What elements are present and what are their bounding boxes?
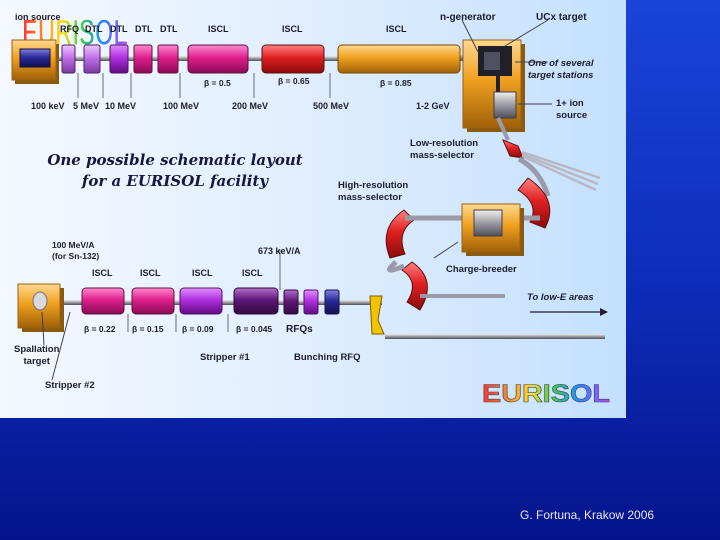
label-one-plus-ion-source: 1+ ion source [556,98,588,121]
iscl-section-1 [187,44,249,74]
label-iscl-low-3: ISCL [192,268,213,278]
label-energy-note: 100 MeV/A (for Sn-132) [52,240,100,261]
low-e-beam-pipe [385,334,605,339]
transfer-magnet [401,261,428,311]
iscl-low-2 [131,287,175,315]
bottom-ticks [127,250,281,332]
dtl-cavity-1 [83,44,101,74]
energy-500mev: 500 MeV [313,101,350,111]
top-energy-ticks [77,73,331,98]
energy-200mev: 200 MeV [232,101,269,111]
label-low-e-areas: To low-E areas [527,292,594,303]
label-rfq: RFQ [60,24,79,34]
caption-line-1: One possible schematic layout [47,151,303,169]
dtl-cavity-2 [109,44,129,74]
schematic-drawing: EURISOL [11,19,610,408]
facility-schematic: EURISOL ion source RFQ DTL DTL DTL DTL I… [0,0,626,418]
diagram-caption: One possible schematic layout for a EURI… [30,150,320,192]
rfq-low-3 [324,289,340,315]
label-ion-source: ion source [15,12,61,22]
label-stripper-2: Stripper #2 [45,380,95,391]
label-ucx-target: UCx target [536,12,587,23]
label-target-stations: One of several target stations [528,58,594,81]
inset-eurisol-logo: EURISOL [482,380,610,408]
rfq-low-2 [303,289,319,315]
label-dtl-1: DTL [85,24,103,34]
label-bunching-rfq: Bunching RFQ [294,352,361,363]
beta-low-4: β = 0.045 [236,324,273,334]
beta-low-3: β = 0.09 [182,324,214,334]
dtl-cavity-3 [133,44,153,74]
author-credit: G. Fortuna, Krakow 2006 [520,508,655,522]
iscl-low-1 [81,287,125,315]
energy-5mev: 5 MeV [73,101,100,111]
label-iscl-low-4: ISCL [242,268,263,278]
high-res-magnet-left [385,209,415,259]
high-res-magnet-right [517,177,551,229]
label-iscl-3: ISCL [386,24,407,34]
dtl-cavity-4 [157,44,179,74]
separator-beam-fan [521,150,601,192]
energy-1-2gev: 1-2 GeV [416,101,450,111]
one-plus-ion-source [493,91,517,119]
label-iscl-1: ISCL [208,24,229,34]
beta-top-2: β = 0.65 [278,76,310,86]
label-low-res-selector: Low-resolution mass-selector [410,138,479,161]
iscl-low-3 [179,287,223,315]
rfq-cavity [61,44,76,74]
energy-10mev: 10 MeV [105,101,137,111]
label-spallation-target: Spallation target [14,344,60,367]
energy-100kev: 100 keV [31,101,65,111]
energy-100mev: 100 MeV [163,101,200,111]
iscl-section-3 [337,44,461,74]
rfq-low-1 [283,289,299,315]
iscl-section-2 [261,44,325,74]
charge-breeder-core [473,209,503,237]
label-673kev: 673 keV/A [258,246,301,256]
spallation-target-box [17,283,61,329]
label-dtl-2: DTL [110,24,128,34]
label-high-res-selector: High-resolution mass-selector [338,180,409,203]
label-iscl-low-1: ISCL [92,268,113,278]
label-iscl-2: ISCL [282,24,303,34]
spallation-target [32,291,48,311]
caption-line-2: for a EURISOL facility [81,172,269,190]
ion-source-core [19,48,51,68]
iscl-low-4 [233,287,279,315]
label-rfqs: RFQs [286,324,313,335]
beta-top-1: β = 0.5 [204,78,231,88]
low-res-magnet [502,139,524,159]
bunching-rfq [369,295,385,335]
label-dtl-4: DTL [160,24,178,34]
label-iscl-low-2: ISCL [140,268,161,278]
label-stripper-1: Stripper #1 [200,352,250,363]
label-dtl-3: DTL [135,24,153,34]
beta-low-2: β = 0.15 [132,324,164,334]
beta-top-3: β = 0.85 [380,78,412,88]
label-n-generator: n-generator [440,12,496,23]
beta-low-1: β = 0.22 [84,324,116,334]
label-charge-breeder: Charge-breeder [446,264,517,275]
